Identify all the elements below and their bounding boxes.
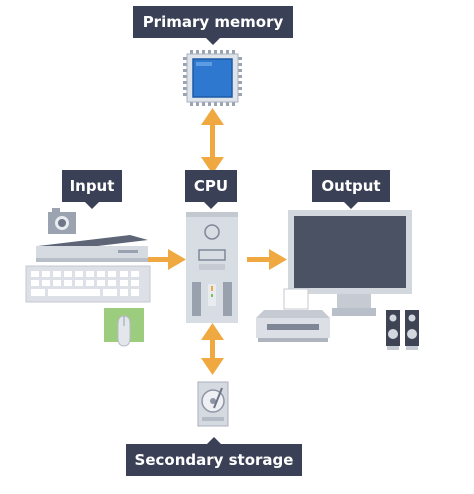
input-label: Input: [62, 170, 122, 209]
arrow-memory-cpu: [201, 108, 224, 174]
printer-icon: [256, 288, 330, 342]
primary-memory-label-text: Primary memory: [142, 13, 284, 31]
output-label-text: Output: [321, 177, 381, 195]
scanner-icon: [36, 235, 148, 262]
chip-icon: [183, 50, 242, 106]
primary-memory-label: Primary memory: [133, 6, 293, 45]
monitor-icon: [288, 210, 412, 316]
arrow-cpu-storage: [201, 323, 224, 375]
output-label: Output: [312, 170, 390, 209]
input-label-text: Input: [69, 177, 115, 195]
hard-drive-icon: [197, 381, 229, 427]
camera-icon: [48, 208, 76, 234]
tower-icon: [186, 212, 238, 323]
secondary-storage-label: Secondary storage: [126, 437, 302, 476]
keyboard-icon: [25, 265, 151, 303]
mouse-icon: [104, 308, 144, 347]
secondary-storage-label-text: Secondary storage: [134, 451, 294, 469]
arrow-cpu-output: [247, 249, 287, 270]
arrow-input-cpu: [146, 249, 186, 270]
cpu-label: CPU: [185, 170, 237, 209]
cpu-label-text: CPU: [193, 177, 229, 195]
speaker-icon: [386, 310, 419, 350]
